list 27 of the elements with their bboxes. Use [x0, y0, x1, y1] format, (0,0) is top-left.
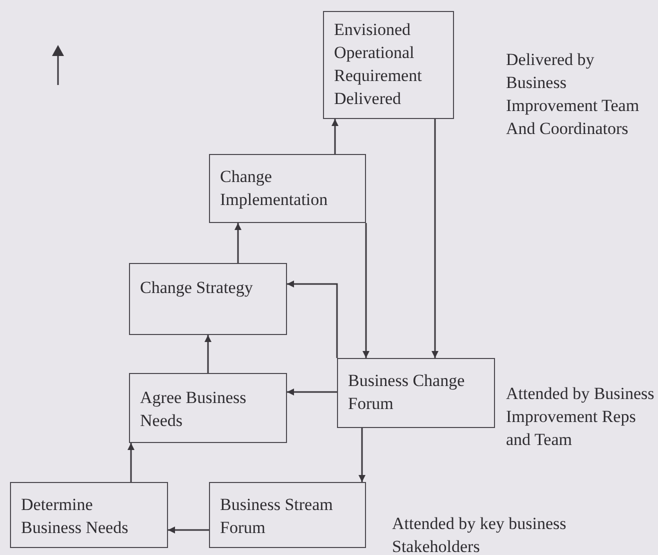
box-label: Business Stream Forum — [220, 494, 334, 539]
annotation-text: Attended by key business Stakeholders — [392, 513, 568, 555]
box-label: Determine Business Needs — [21, 494, 130, 539]
annotation-text: Delivered by Business Improvement Team And Coordinators — [506, 49, 640, 140]
annotation-text: Attended by Business Improvement Reps and Team — [506, 383, 656, 451]
arrow — [287, 388, 337, 396]
process-box — [209, 154, 366, 223]
process-box — [129, 263, 287, 335]
box-label: Business Change Forum — [348, 370, 466, 415]
arrow — [168, 526, 209, 534]
arrow — [332, 119, 338, 154]
box-label: Agree Business Needs — [140, 387, 248, 432]
process-box — [209, 482, 366, 548]
arrow — [362, 223, 370, 358]
process-box — [337, 358, 495, 428]
process-box — [129, 373, 287, 443]
process-box — [323, 11, 454, 119]
box-label: Envisioned Operational Requirement Delivered — [334, 19, 423, 110]
arrow — [432, 119, 438, 358]
arrow — [358, 428, 366, 482]
arrow — [128, 443, 134, 482]
arrow — [204, 335, 212, 373]
process-box — [10, 482, 168, 548]
arrow — [287, 280, 338, 358]
box-label: Change Implementation — [220, 166, 329, 211]
box-label: Change Strategy — [140, 277, 254, 299]
arrow — [234, 223, 242, 263]
